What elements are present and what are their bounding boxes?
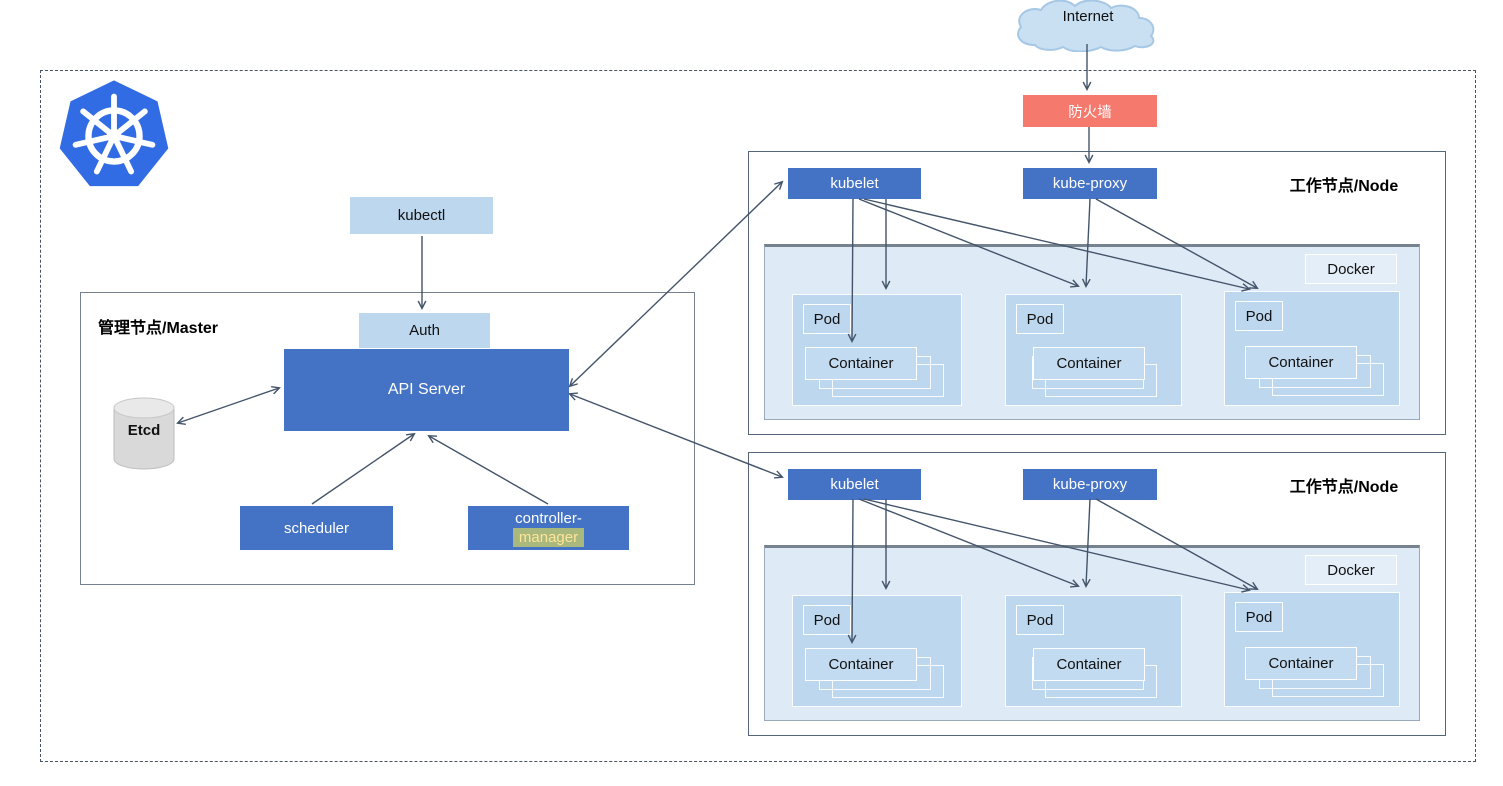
container-box: Container [1245,647,1357,680]
docker-label: Docker [1305,555,1397,585]
internet-label: Internet [1062,8,1114,25]
pod-box: Pod Container [1224,291,1400,406]
docker-label: Docker [1305,254,1397,284]
auth-label: Auth [409,322,440,339]
container-box: Container [805,648,917,681]
pod-box: Pod Container [1224,592,1400,707]
controller-manager-label-line1: controller- [515,510,582,527]
master-node-box: 管理节点/Master Auth API Server Etcd schedul… [80,292,695,585]
kube-proxy-box: kube-proxy [1023,168,1157,199]
worker-node-1: kubelet kube-proxy 工作节点/Node Docker Pod … [748,151,1446,435]
kubernetes-wheel-icon [59,80,169,187]
kubelet-box: kubelet [788,469,921,500]
pod-label: Pod [1016,605,1064,635]
kube-proxy-label: kube-proxy [1052,476,1128,493]
auth-box: Auth [359,313,490,348]
kube-proxy-label: kube-proxy [1052,175,1128,192]
container-box: Container [805,347,917,380]
pod-label: Pod [1235,602,1283,632]
master-title: 管理节点/Master [98,320,219,337]
firewall-box: 防火墙 [1023,95,1157,127]
kubectl-label: kubectl [397,207,446,224]
container-box: Container [1033,648,1145,681]
pod-box: Pod Container [792,595,962,707]
pod-label: Pod [803,304,851,334]
api-server-label: API Server [387,381,466,398]
internet-cloud: Internet [1012,0,1164,53]
cloud-icon [1017,0,1155,53]
pod-box: Pod Container [792,294,962,406]
worker-node-2: kubelet kube-proxy 工作节点/Node Docker Pod … [748,452,1446,736]
pod-box: Pod Container [1005,294,1182,406]
controller-manager-label-line2: manager [512,528,585,547]
etcd-label: Etcd [127,422,161,439]
docker-runtime-area: Docker Pod Container Pod Container Pod C… [764,545,1420,721]
node-title: 工作节点/Node [1289,479,1399,496]
etcd-cylinder: Etcd [111,396,177,471]
docker-runtime-area: Docker Pod Container Pod Container Pod C… [764,244,1420,420]
pod-label: Pod [1016,304,1064,334]
cluster-dashed-border [40,70,1476,762]
pod-label: Pod [803,605,851,635]
kube-proxy-box: kube-proxy [1023,469,1157,500]
container-box: Container [1033,347,1145,380]
scheduler-box: scheduler [240,506,393,550]
controller-manager-box: controller- manager [468,506,629,550]
kubelet-box: kubelet [788,168,921,199]
scheduler-label: scheduler [283,519,350,537]
kubernetes-logo-icon [56,78,172,194]
api-server-box: API Server [284,349,569,431]
kubelet-label: kubelet [830,175,879,192]
firewall-label: 防火墙 [1068,104,1112,121]
kubelet-label: kubelet [830,476,879,493]
kubectl-box: kubectl [350,197,493,234]
node-title: 工作节点/Node [1289,178,1399,195]
pod-label: Pod [1235,301,1283,331]
pod-box: Pod Container [1005,595,1182,707]
container-box: Container [1245,346,1357,379]
database-cylinder-icon [113,397,175,470]
